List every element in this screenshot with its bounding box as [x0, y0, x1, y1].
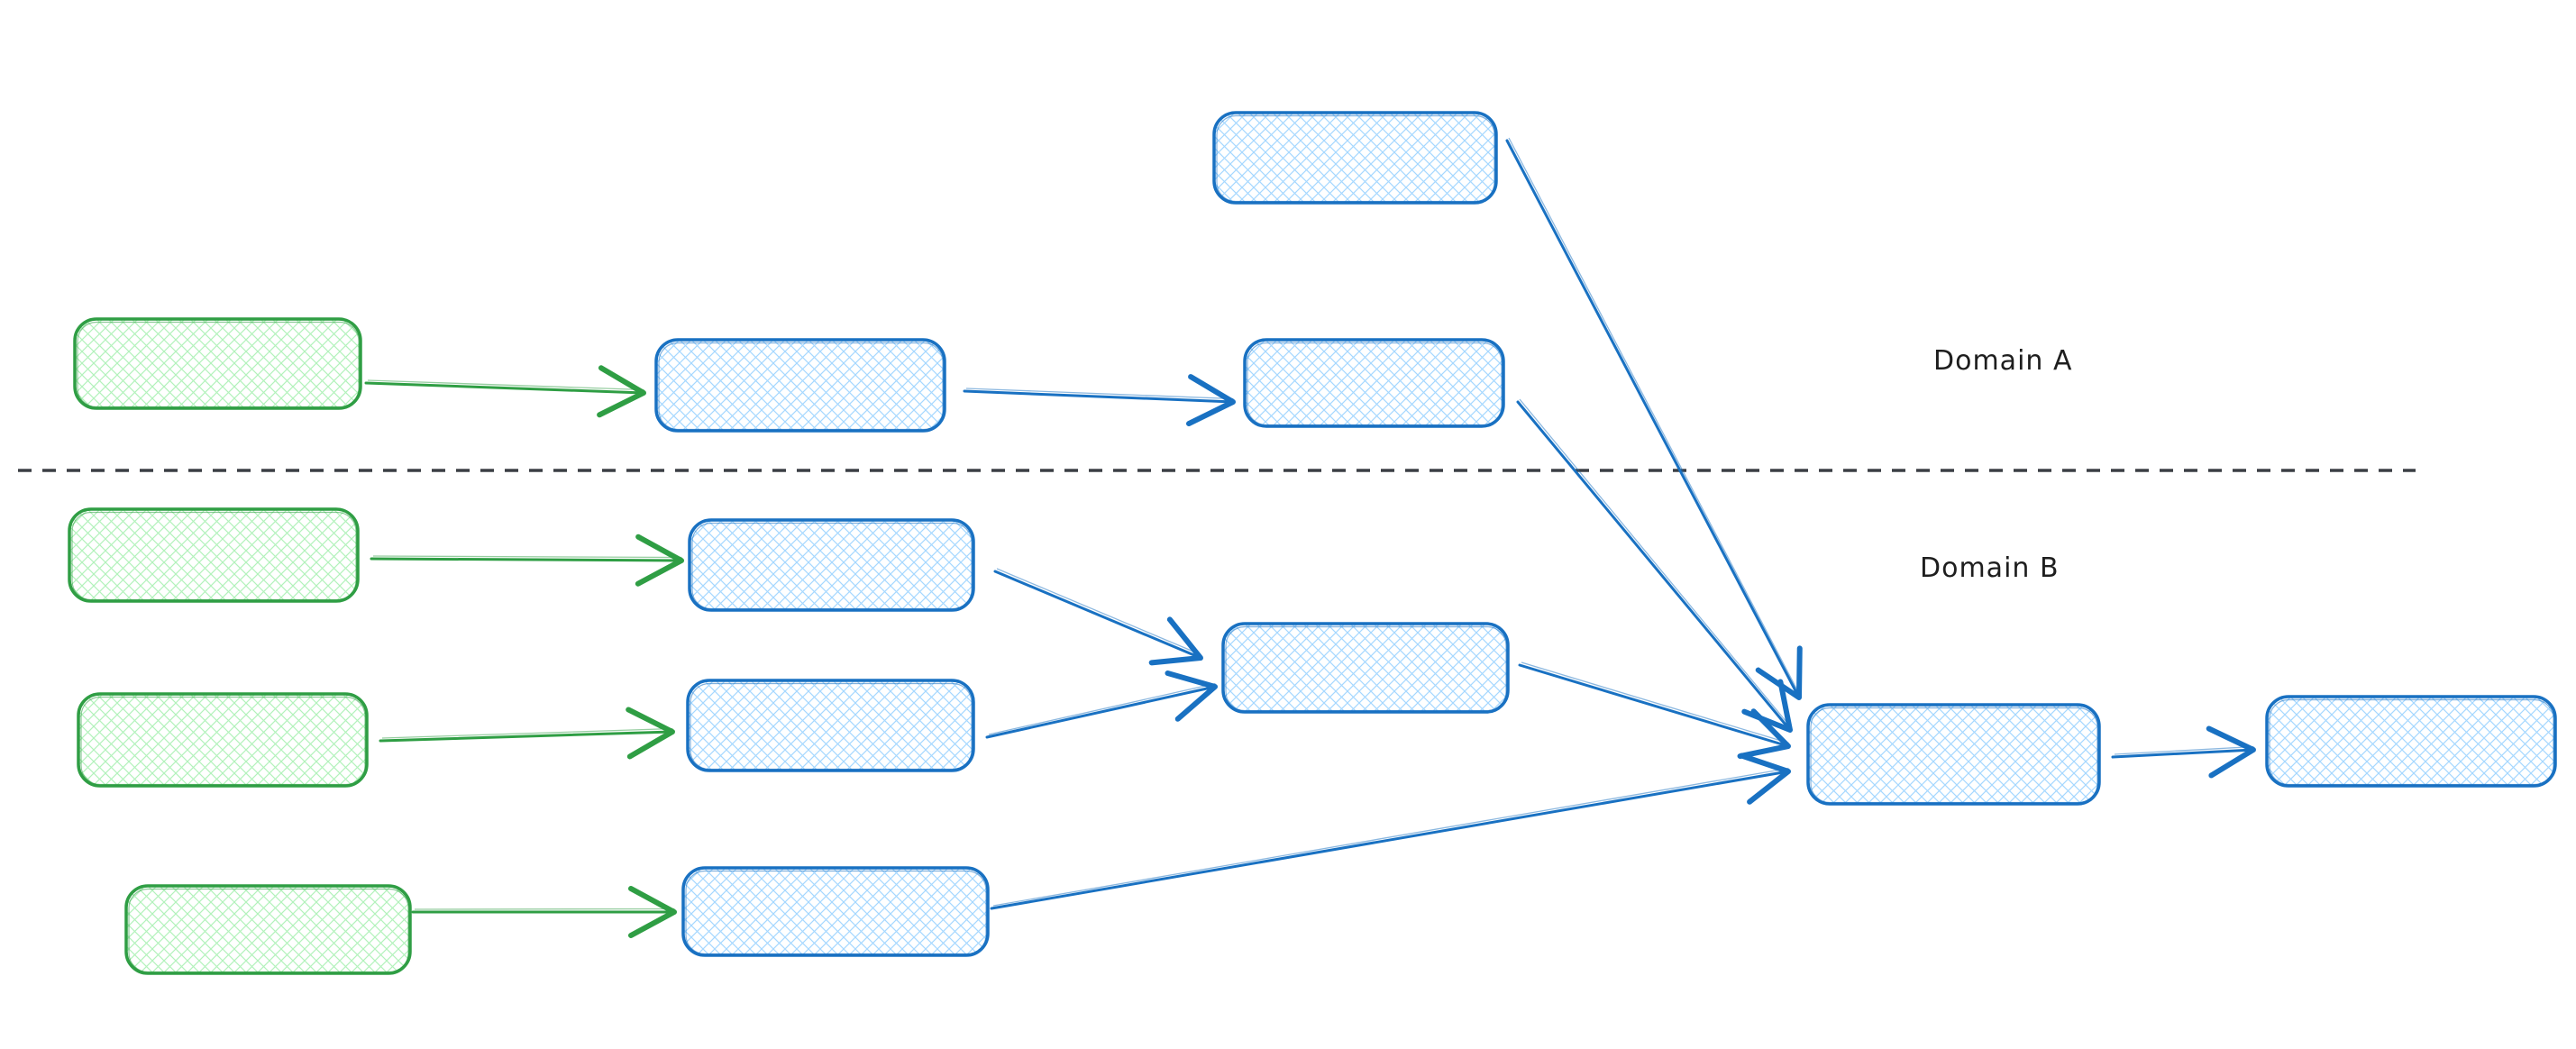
node-blue-output	[2265, 695, 2557, 788]
node-sketch-stroke	[80, 696, 366, 786]
edge-blue-step-b1-to-blue-merge	[993, 570, 1203, 666]
edge-blue-merge-to-blue-aggregator	[1518, 663, 1791, 760]
edge-green-source-b1-to-blue-step-b1	[370, 534, 684, 587]
edge-sketch-stroke	[2114, 745, 2254, 755]
node-sketch-stroke	[1225, 625, 1507, 712]
edge-blue-step-b3-to-blue-aggregator	[990, 753, 1791, 910]
node-blue-step-a2	[1243, 338, 1505, 428]
node-blue-step-a1	[654, 338, 946, 433]
node-green-source-b2	[77, 692, 369, 788]
edge-sketch-stroke	[381, 727, 673, 739]
edge-sketch-stroke	[992, 767, 1789, 907]
domain-a-label: Domain A	[1933, 345, 2072, 377]
node-sketch-stroke	[77, 321, 360, 408]
edge-blue-top-to-blue-aggregator	[1505, 139, 1803, 700]
edge-blue-step-b2-to-blue-merge	[985, 670, 1218, 739]
edge-sketch-stroke	[988, 682, 1216, 735]
node-sketch-stroke	[2269, 698, 2554, 786]
node-blue-top	[1212, 111, 1498, 205]
node-green-source-b1	[68, 507, 360, 603]
edge-blue-aggregator-to-blue-output	[2111, 725, 2256, 779]
edge-blue-step-a1-to-blue-step-a2	[963, 374, 1236, 427]
node-sketch-stroke	[1216, 114, 1495, 203]
edge-sketch-stroke	[996, 568, 1201, 656]
node-sketch-stroke	[1810, 707, 2098, 804]
nodes-layer	[68, 111, 2557, 975]
node-sketch-stroke	[691, 522, 973, 610]
edge-sketch-stroke	[1519, 398, 1792, 727]
node-blue-aggregator	[1806, 703, 2101, 806]
node-blue-step-b3	[681, 866, 990, 957]
edge-green-source-b2-to-blue-step-b2	[379, 707, 675, 760]
node-blue-merge	[1221, 622, 1510, 714]
node-blue-step-b1	[688, 518, 975, 612]
edge-blue-step-a2-to-blue-aggregator	[1516, 400, 1793, 733]
edges-layer	[364, 137, 2256, 938]
node-green-source-b3	[124, 884, 412, 975]
node-sketch-stroke	[690, 682, 973, 771]
edge-sketch-stroke	[1521, 661, 1789, 744]
node-sketch-stroke	[1247, 342, 1503, 426]
edge-sketch-stroke	[367, 379, 644, 391]
edge-green-source-a-to-blue-step-a1	[364, 365, 646, 418]
node-green-source-a	[73, 317, 362, 410]
node-sketch-stroke	[658, 342, 944, 431]
domain-b-label: Domain B	[1920, 552, 2060, 584]
edge-sketch-stroke	[414, 908, 675, 910]
node-sketch-stroke	[71, 511, 357, 601]
node-sketch-stroke	[685, 870, 987, 955]
edge-sketch-stroke	[965, 388, 1234, 400]
edge-sketch-stroke	[372, 555, 682, 559]
edge-sketch-stroke	[1508, 137, 1801, 695]
node-blue-step-b2	[686, 679, 975, 772]
node-sketch-stroke	[128, 888, 409, 973]
